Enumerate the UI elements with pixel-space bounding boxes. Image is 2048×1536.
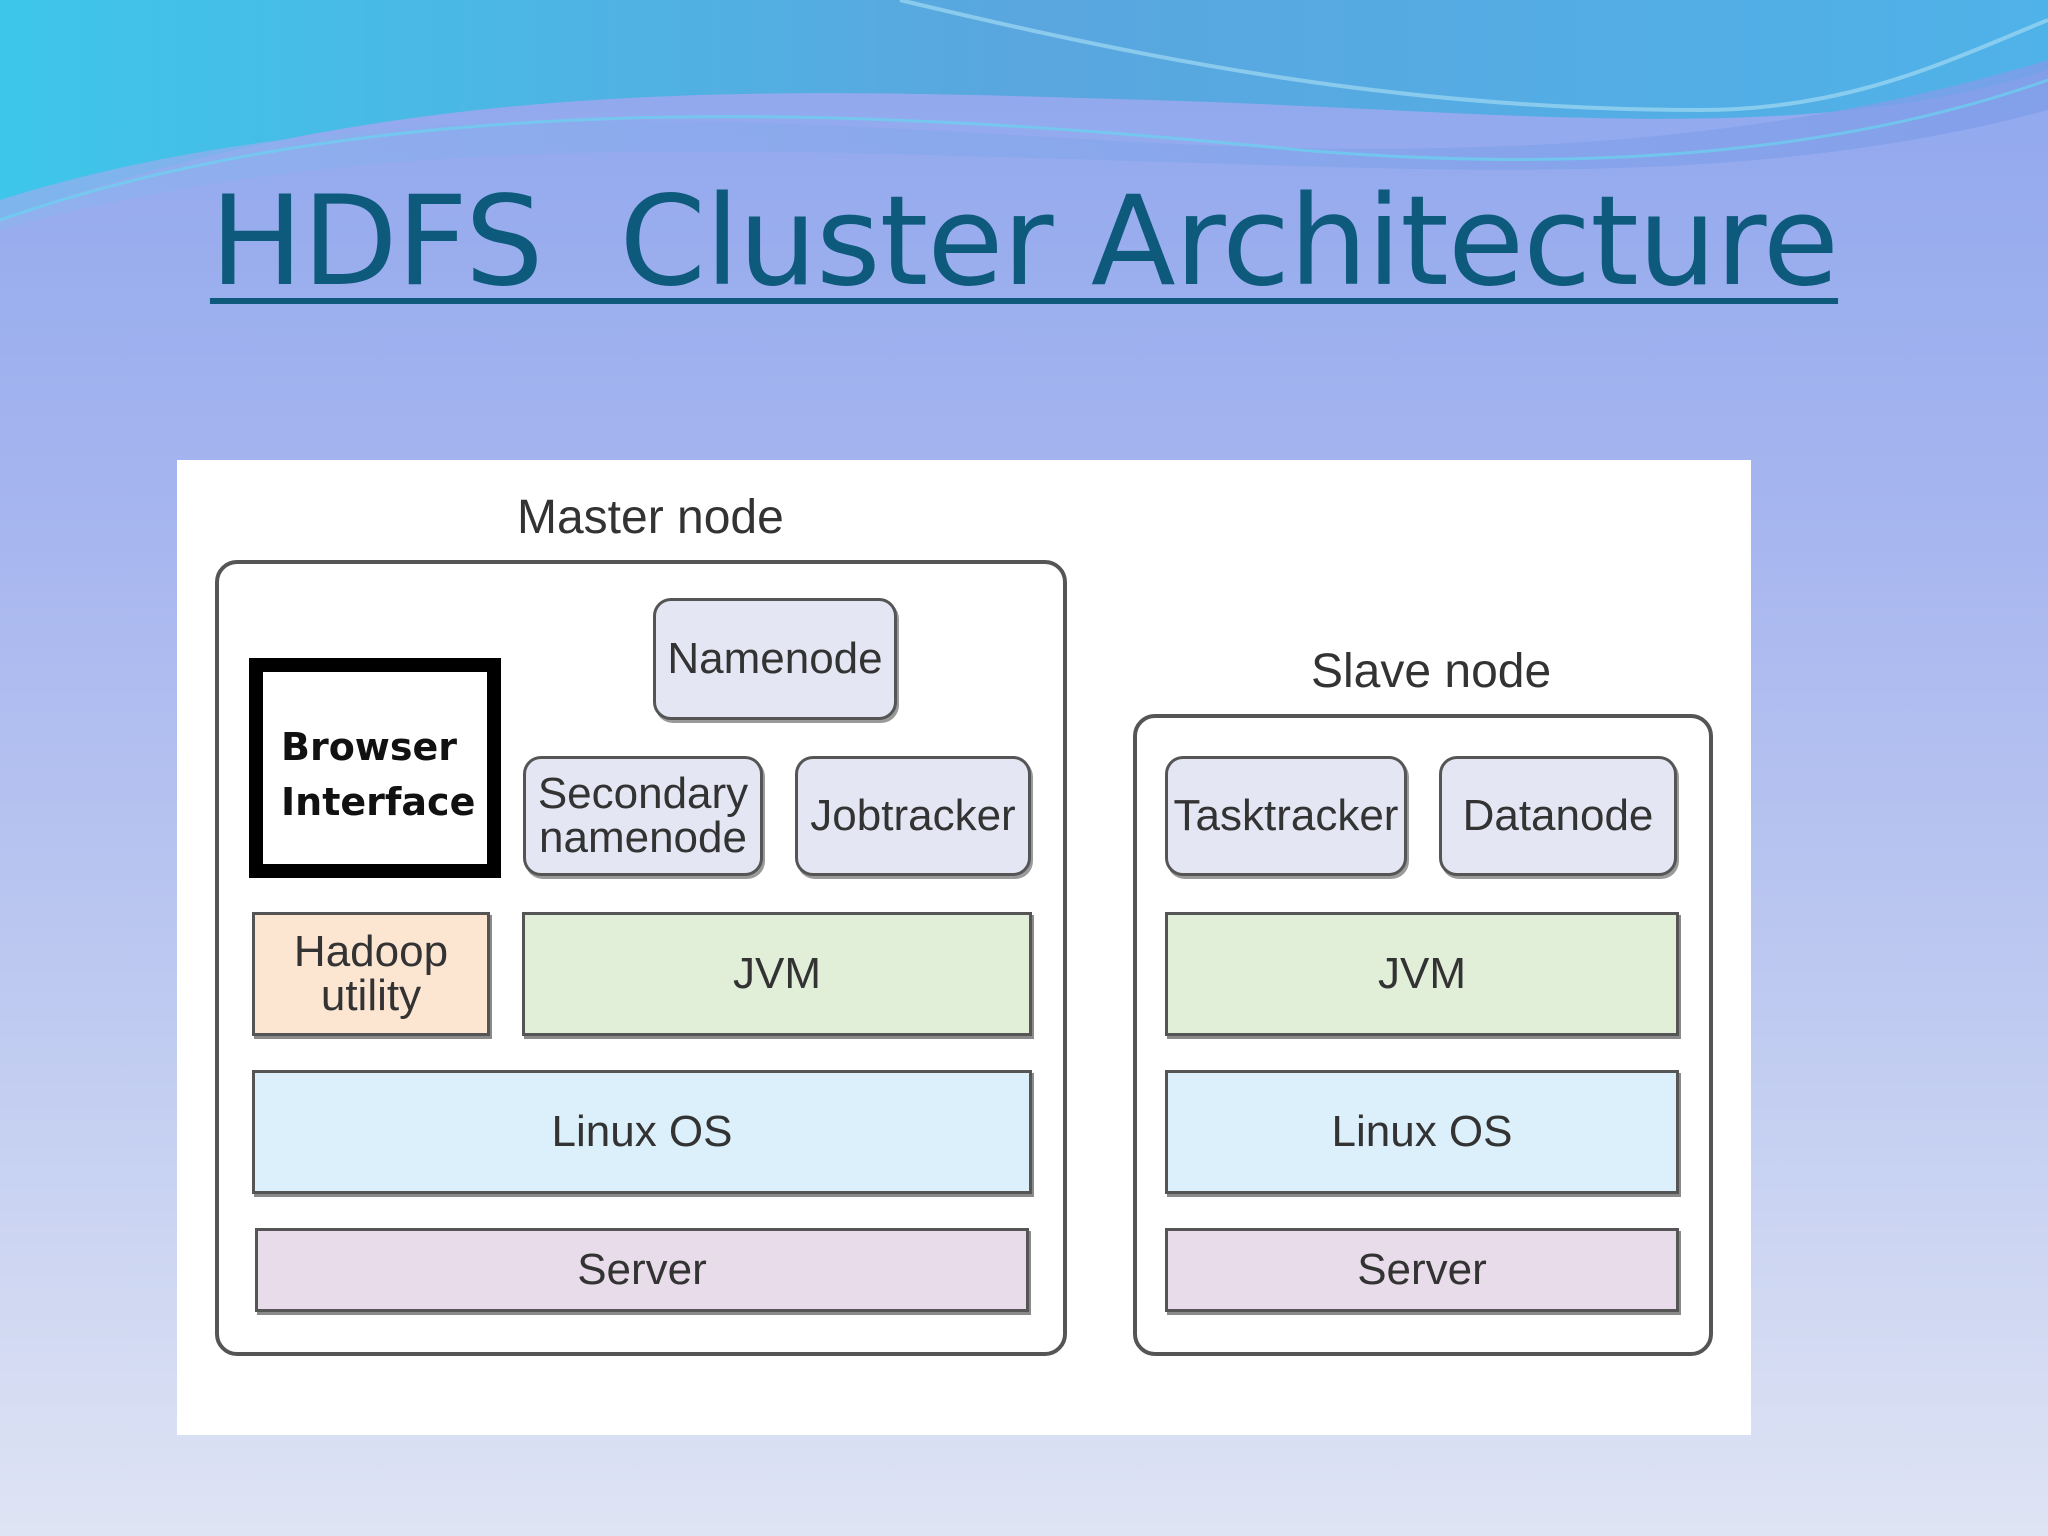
hadoop-label-line1: Hadoop bbox=[293, 927, 449, 976]
master-linux-os-label: Linux OS bbox=[551, 1107, 733, 1156]
browser-interface-box: Browser Interface bbox=[249, 658, 501, 878]
slave-server-label: Server bbox=[1357, 1245, 1487, 1294]
secondary-namenode-box: Secondary namenode bbox=[523, 756, 763, 876]
datanode-label: Datanode bbox=[1462, 791, 1654, 840]
browser-label-line1: Browser bbox=[281, 725, 458, 769]
jobtracker-box: Jobtracker bbox=[795, 756, 1031, 876]
tasktracker-label: Tasktracker bbox=[1173, 791, 1399, 840]
header-waves bbox=[0, 0, 2048, 230]
master-linux-os-box: Linux OS bbox=[252, 1070, 1032, 1194]
master-node-title: Master node bbox=[517, 491, 784, 544]
slave-linux-os-label: Linux OS bbox=[1331, 1107, 1513, 1156]
slave-node-title: Slave node bbox=[1311, 645, 1552, 698]
master-jvm-box: JVM bbox=[522, 912, 1032, 1036]
jobtracker-label: Jobtracker bbox=[810, 791, 1016, 840]
slide-title: HDFS Cluster Architecture bbox=[209, 170, 1839, 314]
browser-label-line2: Interface bbox=[281, 780, 476, 825]
hadoop-label-line2: utility bbox=[320, 971, 422, 1020]
master-server-box: Server bbox=[255, 1228, 1029, 1312]
secondary-label-line1: Secondary bbox=[537, 769, 749, 818]
tasktracker-box: Tasktracker bbox=[1165, 756, 1407, 876]
secondary-label-line2: namenode bbox=[539, 813, 747, 862]
slave-linux-os-box: Linux OS bbox=[1165, 1070, 1679, 1194]
slave-jvm-box: JVM bbox=[1165, 912, 1679, 1036]
master-server-label: Server bbox=[577, 1245, 707, 1294]
hadoop-utility-box: Hadoop utility bbox=[252, 912, 490, 1036]
namenode-label: Namenode bbox=[667, 634, 883, 683]
slave-server-box: Server bbox=[1165, 1228, 1679, 1312]
master-jvm-label: JVM bbox=[733, 949, 821, 998]
datanode-box: Datanode bbox=[1439, 756, 1677, 876]
namenode-box: Namenode bbox=[653, 598, 897, 720]
diagram-panel: Master node Browser Interface Namenode S… bbox=[177, 460, 1751, 1435]
slave-jvm-label: JVM bbox=[1378, 949, 1466, 998]
